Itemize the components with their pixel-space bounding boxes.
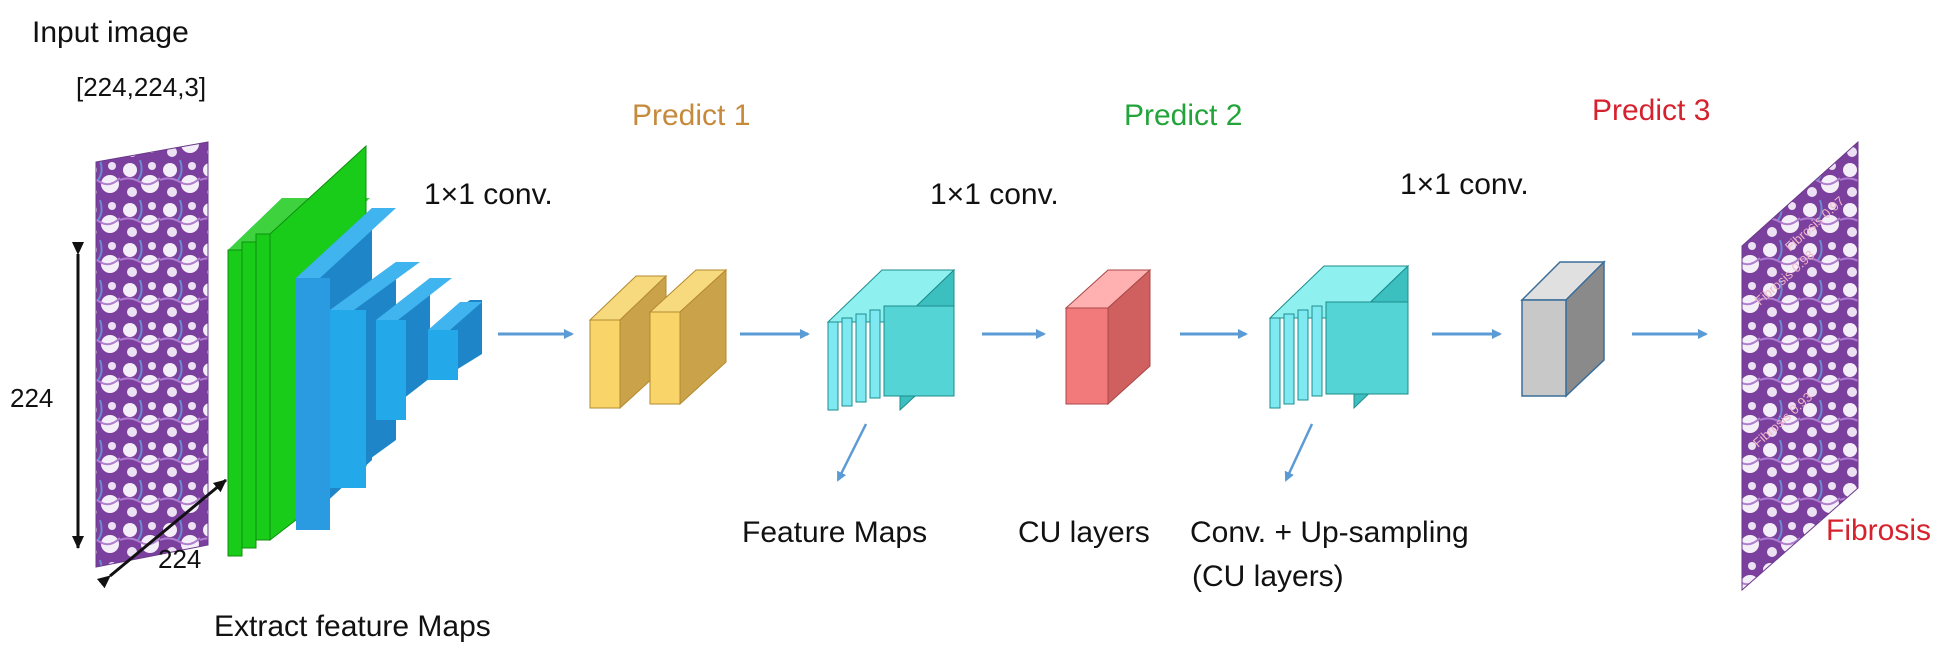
width-label: 224 bbox=[158, 544, 201, 574]
predict-2-label: Predict 2 bbox=[1124, 99, 1242, 132]
up-sampling-pointer bbox=[1284, 423, 1314, 482]
conv-label-3: 1×1 conv. bbox=[1400, 168, 1529, 201]
cu-layers-label: CU layers bbox=[1018, 516, 1150, 549]
width-arrow bbox=[96, 478, 227, 589]
predict-1-blocks bbox=[588, 268, 728, 410]
input-shape: [224,224,3] bbox=[76, 72, 206, 102]
conv-label-2: 1×1 conv. bbox=[930, 178, 1059, 211]
height-label: 224 bbox=[10, 383, 53, 413]
feature-maps-label: Feature Maps bbox=[742, 516, 927, 549]
predict-1-label: Predict 1 bbox=[632, 99, 750, 132]
up-sampling-block bbox=[1268, 264, 1410, 410]
fibrosis-label: Fibrosis bbox=[1826, 514, 1931, 547]
encoder-blue-block-4 bbox=[428, 300, 482, 380]
encoder-blue-block-3 bbox=[376, 278, 452, 420]
up-sampling-label-line1: Conv. + Up-sampling bbox=[1190, 516, 1469, 549]
up-sampling-label-line2: (CU layers) bbox=[1192, 560, 1344, 593]
input-image bbox=[95, 141, 209, 568]
cu-layer-block bbox=[1064, 268, 1152, 406]
feature-maps-block bbox=[826, 268, 956, 412]
output-image bbox=[1741, 140, 1859, 592]
conv-label-1: 1×1 conv. bbox=[424, 178, 553, 211]
feature-maps-pointer bbox=[836, 423, 868, 482]
encoder-stack bbox=[227, 144, 482, 557]
predict-3-label: Predict 3 bbox=[1592, 94, 1710, 127]
input-title: Input image bbox=[32, 16, 189, 49]
final-conv-block bbox=[1520, 260, 1606, 398]
extract-feature-maps-label: Extract feature Maps bbox=[214, 610, 491, 643]
